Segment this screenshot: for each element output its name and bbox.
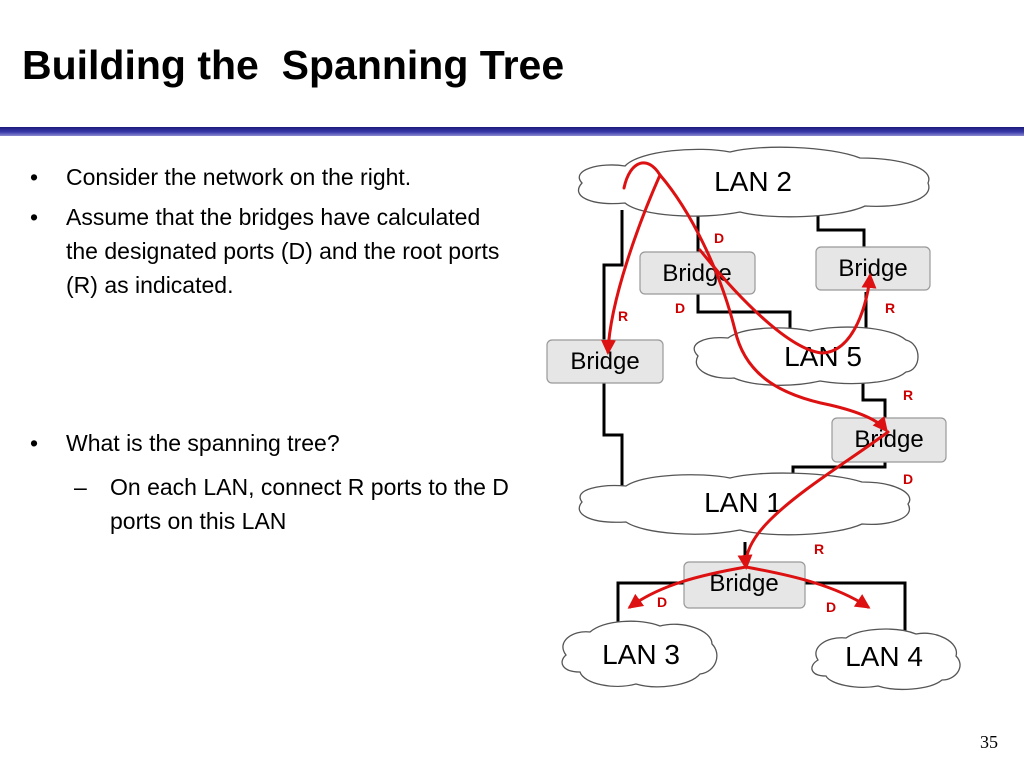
sub-bullet-item: – On each LAN, connect R ports to the D … — [74, 470, 530, 538]
link-left-bridge-lan1 — [602, 383, 624, 490]
bullet-text: Assume that the bridges have calculated … — [66, 204, 500, 298]
lan-1-label: LAN 1 — [704, 487, 782, 518]
port-labels: D D R R R D R D D — [618, 230, 913, 615]
port-label-bottom-left: D — [657, 594, 667, 610]
bullet-text: What is the spanning tree? — [66, 430, 340, 456]
lan-1-shape — [578, 472, 911, 536]
link-bottom-lan4 — [805, 581, 907, 632]
link-topright-lan2 — [816, 211, 866, 247]
lan-3-shape — [561, 620, 718, 688]
link-bottom-lan3 — [616, 581, 684, 626]
bridge-left: Bridge — [546, 339, 664, 384]
sub-bullet-text: On each LAN, connect R ports to the D po… — [110, 474, 509, 534]
path-lan2-to-mid-right-bridge — [658, 173, 888, 433]
port-label-mid-right-down: D — [903, 471, 913, 487]
link-midright-lan5 — [861, 378, 887, 418]
spanning-tree-paths — [600, 161, 890, 609]
port-label-top-mid-down: D — [675, 300, 685, 316]
network-links — [602, 210, 907, 632]
bullet-dot: • — [30, 164, 39, 190]
bullet-dot: • — [30, 204, 39, 230]
slide-title: Building the Spanning Tree — [22, 42, 565, 88]
bullet-item: • Consider the network on the right. — [30, 160, 411, 194]
port-label-bottom-up: R — [814, 541, 824, 557]
port-label-top-right-down: R — [885, 300, 895, 316]
sub-bullet-dash: – — [74, 474, 87, 500]
bridge-mid-right: Bridge — [831, 417, 947, 463]
port-label-bottom-right: D — [826, 599, 836, 615]
lan-2-cloud: LAN 2 — [577, 146, 930, 218]
path-bottom-bridge-to-lan3 — [627, 565, 748, 609]
port-label-left: R — [618, 308, 628, 324]
bullet-dot: • — [30, 430, 39, 456]
port-label-top-mid-up: D — [714, 230, 724, 246]
lan-4-label: LAN 4 — [845, 641, 923, 672]
lan-4-cloud: LAN 4 — [811, 628, 961, 690]
bullet-item: • What is the spanning tree? — [30, 426, 340, 460]
bridge-top-right: Bridge — [815, 246, 931, 291]
lan-4-shape — [811, 628, 961, 690]
path-lan2-to-left-bridge — [600, 161, 662, 355]
lan-5-label: LAN 5 — [784, 341, 862, 372]
bridge-top-mid: Bridge — [639, 251, 756, 295]
bridge-top-mid-box — [639, 251, 756, 295]
page-number: 35 — [980, 732, 998, 752]
bridge-top-right-box — [815, 246, 931, 291]
lan-5-cloud: LAN 5 — [693, 326, 919, 386]
lan-3-cloud: LAN 3 — [561, 620, 718, 688]
lan-1-cloud: LAN 1 — [578, 472, 911, 536]
port-label-mid-right-up: R — [903, 387, 913, 403]
bridge-bottom: Bridge — [683, 561, 806, 609]
link-topmid-lan5 — [696, 293, 792, 333]
lan-3-label: LAN 3 — [602, 639, 680, 670]
bullet-text: Consider the network on the right. — [66, 164, 412, 190]
bridge-left-label: Bridge — [570, 348, 639, 375]
path-bottom-bridge-to-lan4 — [744, 565, 871, 609]
lan-5-shape — [693, 326, 919, 386]
bridge-bottom-label: Bridge — [709, 570, 778, 597]
path-top-mid-to-top-right-bridge — [698, 248, 877, 355]
path-mid-right-to-bottom-bridge — [737, 430, 890, 570]
lan-2-shape — [577, 146, 930, 218]
lan-2-label: LAN 2 — [714, 166, 792, 197]
title-divider — [0, 127, 1024, 136]
bullet-item: • Assume that the bridges have calculate… — [30, 200, 506, 302]
bridge-top-right-label: Bridge — [838, 255, 907, 282]
